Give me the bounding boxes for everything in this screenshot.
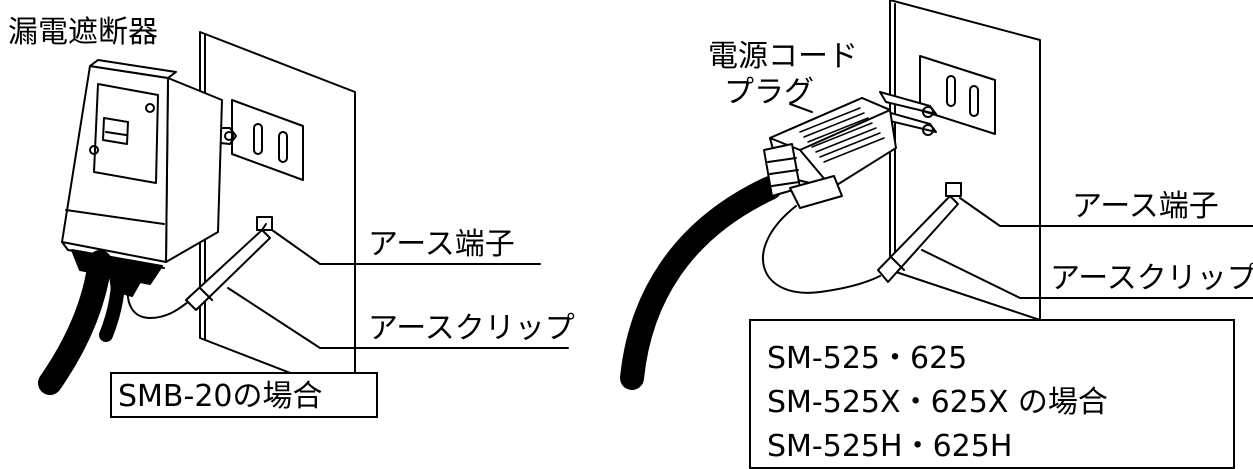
right-case-line1: SM-525・625 bbox=[767, 341, 968, 376]
earth-terminal-label-right: アース端子 bbox=[1072, 189, 1219, 224]
leader-earth-terminal-right bbox=[959, 197, 1253, 227]
left-earth-clip bbox=[126, 223, 271, 319]
right-earth-terminal bbox=[945, 182, 962, 197]
right-earth-clip bbox=[762, 195, 959, 294]
earth-clip-label-right: アースクリップ bbox=[1050, 261, 1253, 296]
right-case-line3: SM-525H・625H bbox=[767, 429, 1013, 464]
leader-earth-clip-left bbox=[227, 287, 569, 349]
right-outlet bbox=[919, 55, 996, 135]
left-wall-plate bbox=[199, 31, 356, 399]
breaker-label: 漏電遮断器 bbox=[8, 15, 158, 50]
earth-clip-label-left: アースクリップ bbox=[368, 311, 575, 346]
power-plug-label-line1: 電源コード bbox=[708, 39, 858, 74]
earth-terminal-label-left: アース端子 bbox=[368, 227, 515, 262]
right-case-line2: SM-525X・625X の場合 bbox=[767, 385, 1108, 420]
leader-earth-clip-right bbox=[921, 249, 1253, 299]
left-earth-terminal bbox=[256, 216, 273, 231]
left-case-box: SMB-20の場合 bbox=[110, 372, 378, 418]
left-breaker bbox=[38, 59, 237, 395]
power-plug-label-line2: プラグ bbox=[724, 75, 814, 110]
leader-earth-terminal-left bbox=[271, 229, 541, 265]
leader-power-plug bbox=[789, 103, 813, 113]
right-case-box: SM-525・625 SM-525X・625X の場合 SM-525H・625H bbox=[749, 319, 1235, 469]
right-power-plug bbox=[620, 91, 937, 390]
